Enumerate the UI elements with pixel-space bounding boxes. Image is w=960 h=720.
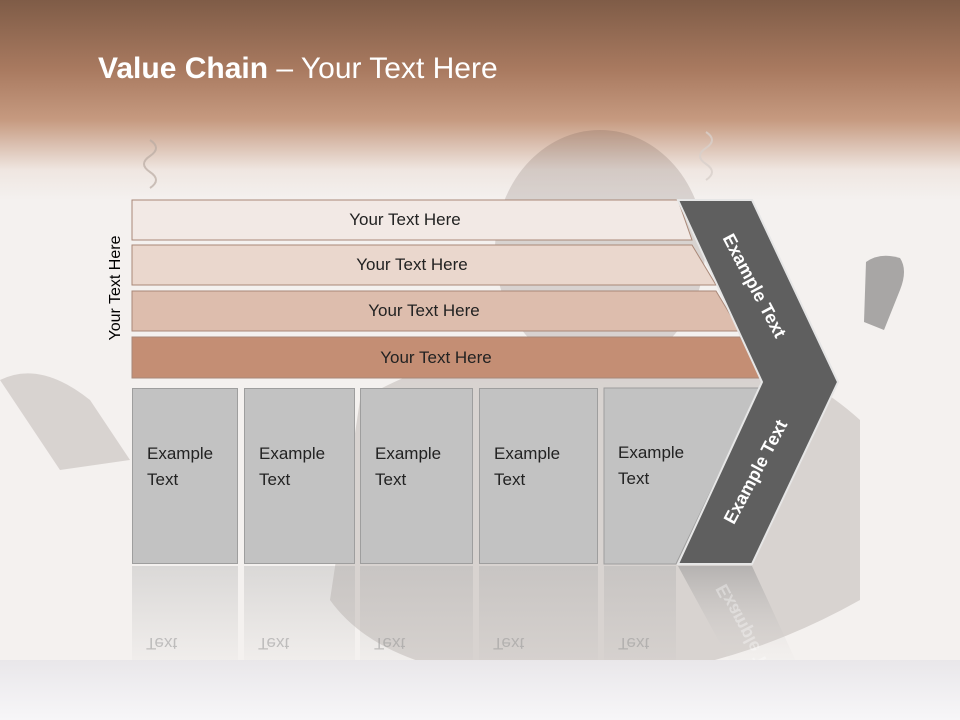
primary-column-reflection (479, 566, 598, 676)
support-row-label: Your Text Here (380, 347, 492, 367)
primary-column-reflection (244, 566, 355, 676)
floor-fade (0, 660, 960, 720)
primary-column-line2: Text (147, 470, 179, 489)
support-row-label: Your Text Here (356, 255, 468, 274)
header-band (0, 0, 960, 200)
chevron-shape (676, 199, 840, 565)
support-row-shape (131, 199, 693, 241)
primary-column-line1: Example (375, 444, 442, 463)
support-row-label: Your Text Here (349, 210, 461, 229)
primary-column-line2: Text (618, 469, 650, 488)
primary-column-line1: Example (147, 444, 214, 463)
primary-column-line1: Example (494, 444, 561, 463)
title-rest: – Your Text Here (268, 52, 498, 85)
primary-column-reflection (360, 566, 473, 676)
slide-title: Value Chain – Your Text Here (98, 52, 498, 86)
primary-column-line1: Example (259, 444, 326, 463)
chevron-reflection (678, 566, 800, 680)
primary-column-line1: Example (618, 443, 685, 462)
primary-column-polygon (603, 387, 761, 565)
support-row-label: Your Text Here (368, 301, 480, 320)
title-bold: Value Chain (98, 52, 269, 85)
primary-column-reflection (604, 566, 676, 676)
primary-column-line2: Text (494, 470, 526, 489)
primary-column-line2: Text (259, 470, 291, 489)
support-row-shape (131, 244, 717, 286)
primary-column-line2: Text (375, 470, 407, 489)
primary-column-reflection (132, 566, 238, 676)
